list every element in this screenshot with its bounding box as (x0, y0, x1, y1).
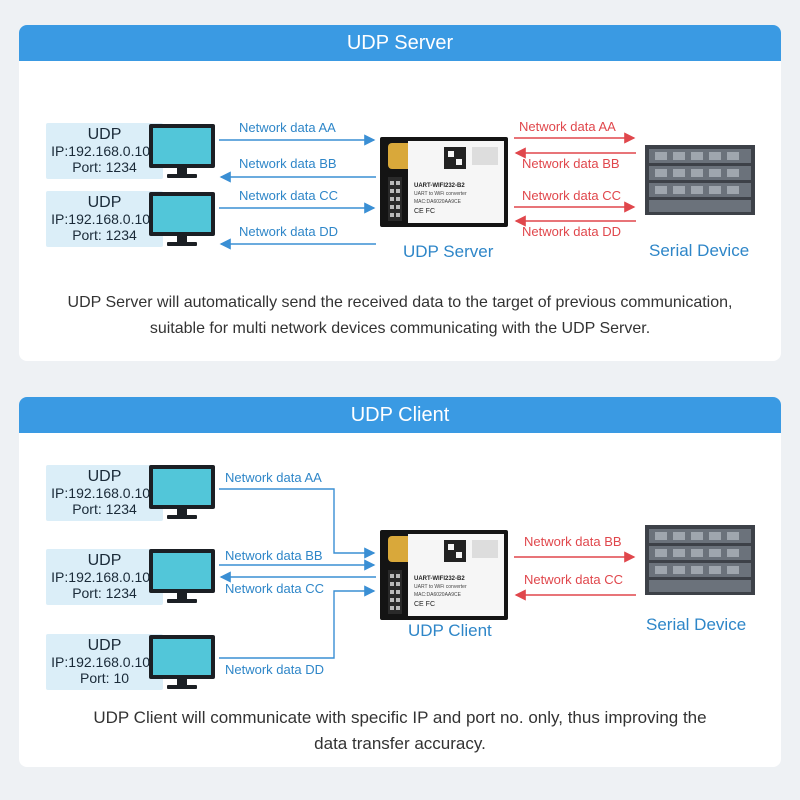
panel-title: UDP Client (19, 397, 781, 433)
host-ip: IP:192.168.0.100 (51, 143, 158, 159)
svg-text:CE FC: CE FC (414, 208, 435, 215)
svg-text:MAC:DA6020AA9CE: MAC:DA6020AA9CE (414, 592, 462, 598)
description-line: data transfer accuracy. (314, 734, 486, 753)
flow-label: Network data BB (524, 534, 622, 549)
monitor-icon (149, 465, 215, 519)
host-protocol: UDP (87, 194, 122, 211)
host-port: Port: 1234 (72, 585, 137, 601)
flow-label: Network data AA (519, 119, 616, 134)
server-left-arrows (219, 132, 636, 250)
description: UDP Server will automatically send the r… (19, 290, 781, 342)
host-protocol: UDP (87, 468, 122, 485)
flow-label: Network data CC (522, 188, 621, 203)
monitor-icon (149, 192, 215, 246)
flow-label: Network data DD (225, 662, 324, 677)
monitor-icon (149, 549, 215, 603)
svg-text:UART to WiFi converter: UART to WiFi converter (414, 584, 467, 590)
monitor-icon (149, 635, 215, 689)
flow-label: Network data CC (239, 188, 338, 203)
wifi-module-icon: UART-WIFI232-B2 UART to WiFi converter M… (380, 530, 508, 620)
wifi-module-icon: UART-WIFI232-B2 UART to WiFi converter M… (380, 137, 508, 227)
host-port: Port: 1234 (72, 159, 137, 175)
device-caption: Serial Device (649, 241, 750, 260)
svg-text:UART to WiFi converter: UART to WiFi converter (414, 191, 467, 197)
description-line: suitable for multi network devices commu… (149, 320, 651, 337)
host-ip: IP:192.168.0.101 (51, 211, 158, 227)
host-ip: IP:192.168.0.100 (51, 485, 158, 501)
description-line: UDP Server will automatically send the r… (67, 294, 733, 311)
server-rack-icon (645, 145, 755, 215)
svg-text:UART-WIFI232-B2: UART-WIFI232-B2 (414, 183, 465, 189)
svg-text:UART-WIFI232-B2: UART-WIFI232-B2 (414, 576, 465, 582)
flow-label: Network data BB (522, 156, 620, 171)
host-card: UDP IP:192.168.0.101 Port: 1234 (46, 191, 163, 247)
host-card: UDP IP:192.168.0.100 Port: 1234 (46, 123, 163, 179)
module-caption: UDP Client (408, 621, 492, 640)
host-card: UDP IP:192.168.0.100 Port: 1234 (46, 465, 163, 521)
device-caption: Serial Device (646, 615, 747, 634)
svg-text:CE FC: CE FC (414, 601, 435, 608)
host-port: Port: 10 (79, 670, 130, 686)
flow-label: Network data CC (524, 572, 623, 587)
host-port: Port: 1234 (72, 501, 137, 517)
flow-label: Network data BB (225, 548, 323, 563)
module-caption: UDP Server (403, 242, 494, 261)
host-ip: IP:192.168.0.101 (51, 569, 158, 585)
flow-label: Network data DD (239, 224, 338, 239)
flow-label: Network data DD (522, 224, 621, 239)
description-line: UDP Client will communicate with specifi… (93, 708, 707, 727)
host-port: Port: 1234 (72, 227, 137, 243)
host-protocol: UDP (87, 637, 122, 654)
server-rack-icon (645, 525, 755, 595)
flow-label: Network data CC (225, 581, 324, 596)
flow-label: Network data BB (239, 156, 337, 171)
client-arrows (219, 488, 636, 659)
udp-client-panel: UDP Client UDP IP:192.168.0.100 Port: 12… (19, 397, 781, 767)
host-ip: IP:192.168.0.101 (51, 654, 158, 670)
panel-title: UDP Server (19, 25, 781, 61)
description: UDP Client will communicate with specifi… (19, 705, 781, 757)
flow-label: Network data AA (225, 470, 322, 485)
monitor-icon (149, 124, 215, 178)
host-card: UDP IP:192.168.0.101 Port: 1234 (46, 549, 163, 605)
host-card: UDP IP:192.168.0.101 Port: 10 (46, 634, 163, 690)
host-protocol: UDP (87, 126, 122, 143)
flow-label: Network data AA (239, 120, 336, 135)
host-protocol: UDP (87, 552, 122, 569)
udp-server-panel: UDP Server UDP IP:192.168.0.100 Port: 12… (19, 25, 781, 361)
svg-text:MAC:DA6020AA9CE: MAC:DA6020AA9CE (414, 199, 462, 205)
